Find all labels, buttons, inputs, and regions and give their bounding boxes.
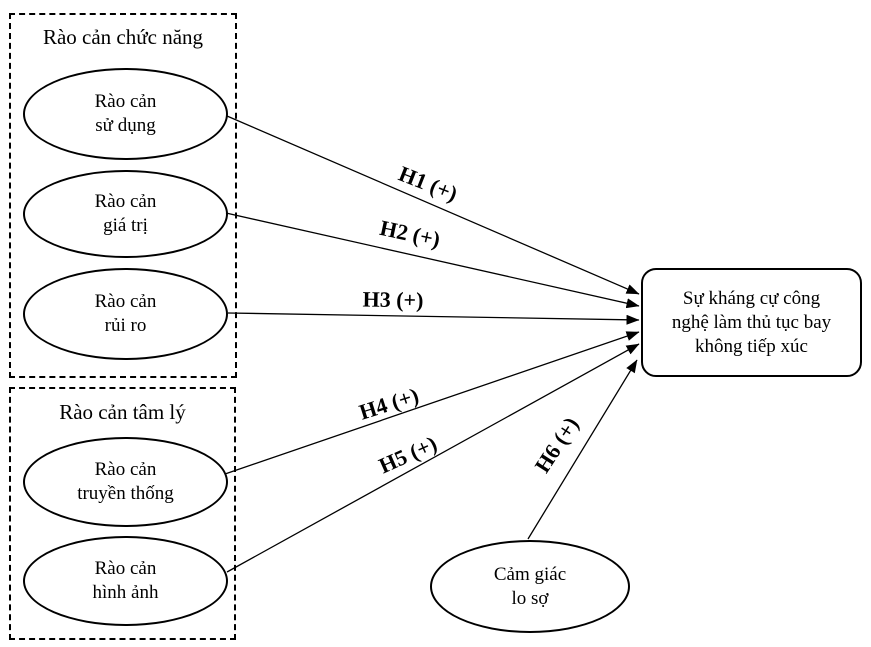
node-technology-resistance-outcome: Sự kháng cự công nghệ làm thủ tục bay kh… (641, 268, 862, 377)
node-usage-barrier-line2: sử dụng (95, 115, 156, 136)
hypothesis-label-h3: H3 (+) (362, 286, 424, 313)
hypothesis-label-h4: H4 (+) (356, 382, 422, 425)
psychological-barriers-group-title: Rào cản tâm lý (59, 400, 186, 424)
outcome-line3: không tiếp xúc (695, 335, 808, 357)
node-risk-barrier-line2: rủi ro (104, 315, 147, 336)
arrow-h3-risk-to-resistance (227, 312, 640, 325)
node-image-barrier: Rào cản hình ảnh (23, 536, 228, 626)
functional-barriers-group-title: Rào cản chức năng (42, 25, 204, 49)
node-value-barrier: Rào cản giá trị (23, 170, 228, 258)
node-image-barrier-line2: hình ảnh (92, 582, 159, 603)
arrow-h1-usage-to-resistance (226, 115, 640, 295)
node-tradition-barrier-line1: Rào cản (94, 459, 157, 480)
node-risk-barrier: Rào cản rủi ro (23, 268, 228, 360)
node-fear-feeling-line1: Cảm giác (493, 563, 567, 585)
node-value-barrier-line2: giá trị (103, 215, 148, 236)
node-usage-barrier: Rào cản sử dụng (23, 68, 228, 160)
hypothesis-label-h5: H5 (+) (374, 430, 441, 479)
node-tradition-barrier-line2: truyền thống (77, 483, 174, 504)
node-risk-barrier-line1: Rào cản (94, 291, 157, 312)
hypothesis-label-h6: H6 (+) (529, 412, 584, 478)
node-tradition-barrier: Rào cản truyền thống (23, 437, 228, 527)
node-value-barrier-line1: Rào cản (94, 191, 157, 212)
node-fear-feeling-line2: lo sợ (511, 587, 549, 609)
hypothesis-label-h1: H1 (+) (395, 160, 462, 207)
outcome-line2: nghệ làm thủ tục bay (671, 311, 832, 333)
outcome-line1: Sự kháng cự công (682, 287, 821, 309)
node-fear-feeling: Cảm giác lo sợ (430, 540, 630, 633)
hypothesis-label-h2: H2 (+) (377, 214, 443, 253)
node-image-barrier-line1: Rào cản (94, 558, 157, 579)
node-usage-barrier-line1: Rào cản (94, 91, 157, 112)
